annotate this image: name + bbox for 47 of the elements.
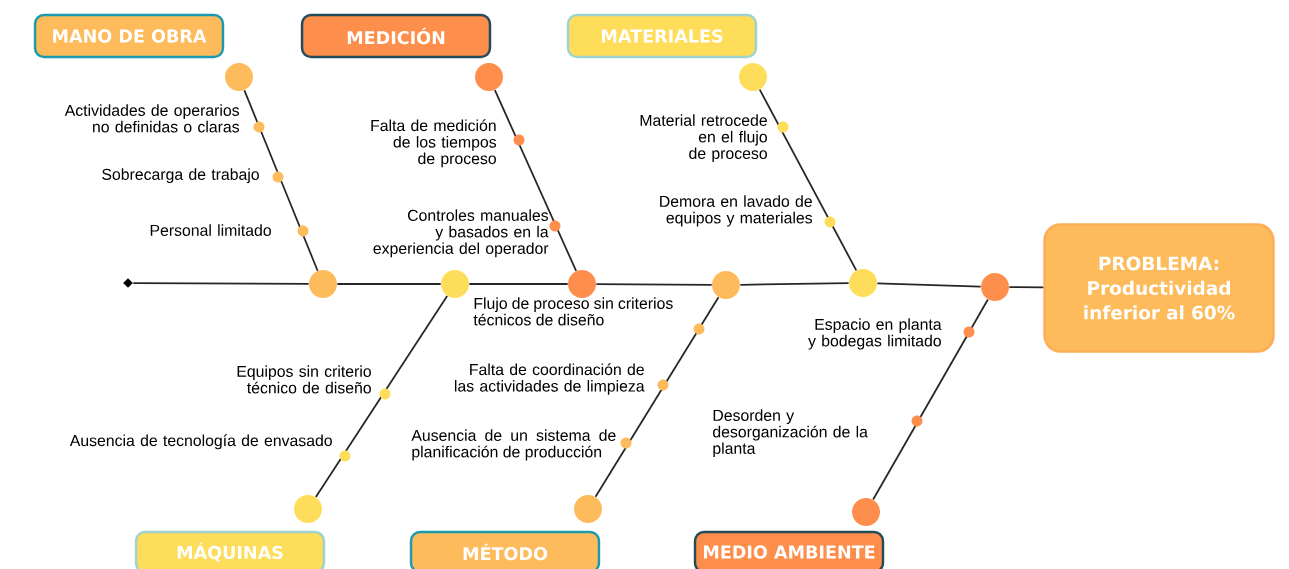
bone-end-circle (739, 63, 767, 91)
cause-text: Equipos sin criterio técnico de diseño (237, 365, 371, 394)
cause-text: Material retrocede en el flujo de proceso (640, 114, 767, 163)
category-box: MÁQUINAS (134, 530, 326, 569)
junction-circle (441, 270, 469, 298)
cause-text: Controles manuales y basados en la experiencia del operador (373, 209, 549, 258)
connector-line (595, 283, 713, 286)
bone-end-circle (852, 498, 880, 526)
connector-line (739, 282, 850, 286)
bone-end-circle (294, 495, 322, 523)
category-box: MÉTODO (409, 530, 601, 569)
category-box: MANO DE OBRA (33, 13, 225, 59)
junction-circle (568, 270, 596, 298)
category-box: MEDIO AMBIENTE (693, 530, 885, 569)
connector-line (132, 282, 310, 285)
tail-diamond (123, 278, 133, 288)
cause-text: Falta de medición de los tiempos de proceso (371, 119, 497, 168)
bone-end-circle (574, 495, 602, 523)
connector-line (494, 89, 577, 272)
cause-text: Flujo de proceso sin criterios técnicos de diseño (473, 297, 673, 326)
category-box: MEDICIÓN (300, 13, 492, 59)
cause-text: Falta de coordinación de las actividades de limpieza (455, 363, 645, 395)
category-box: MATERIALES (566, 13, 758, 59)
connector-line (876, 282, 982, 288)
bone-end-circle (475, 63, 503, 91)
connector-line (314, 295, 449, 498)
connector-line (243, 89, 319, 272)
cause-text: Ausencia de un sistema de planificación de producción (411, 429, 616, 461)
cause-text: Personal limitado (150, 224, 271, 236)
connector-line (1008, 286, 1045, 289)
cause-text: Actividades de operarios no definidas o claras (64, 104, 240, 133)
connector-line (336, 283, 442, 285)
junction-circle (712, 271, 740, 299)
connector-line (468, 283, 569, 285)
cause-text: Desorden y desorganización de la planta (713, 409, 868, 458)
cause-text: Sobrecarga de trabajo (102, 168, 259, 184)
cause-text: Ausencia de tecnología de envasado (69, 434, 332, 450)
cause-text: Demora en lavado de equipos y materiales (660, 195, 813, 227)
connector-line (758, 88, 858, 272)
bone-end-circle (225, 63, 253, 91)
connector-line (872, 298, 989, 501)
cause-text: Espacio en planta y bodegas limitado (808, 318, 942, 350)
connector-line (594, 296, 720, 498)
junction-circle (309, 270, 337, 298)
problem-box: PROBLEMA: Productividad inferior al 60% (1043, 223, 1275, 353)
junction-circle (981, 273, 1009, 301)
junction-circle (849, 269, 877, 297)
